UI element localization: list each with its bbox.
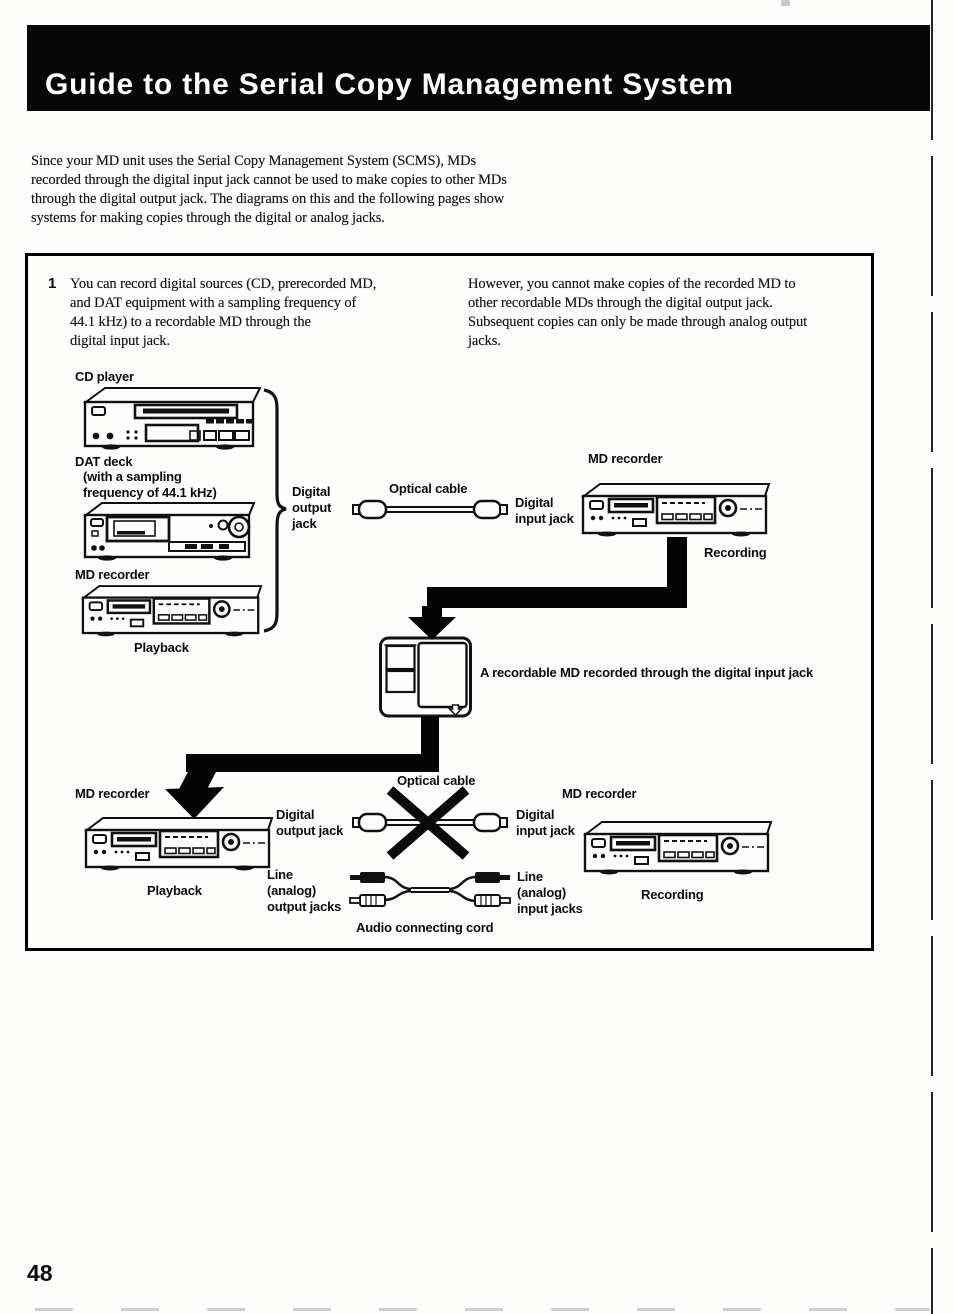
flow-arrow-recording-to-md [408, 537, 687, 640]
page-title: Guide to the Serial Copy Management Syst… [45, 68, 734, 101]
page-edge-line [931, 0, 933, 1314]
playback-label-left: Playback [134, 640, 189, 655]
dat-deck-drawing [83, 501, 255, 561]
optical-cable-drawing-bottom [351, 812, 509, 833]
digital-input-jack-label-bottom: Digital input jack [516, 807, 575, 838]
line-analog-input-label: Line (analog) input jacks [517, 869, 583, 916]
optical-cable-label-top: Optical cable [389, 481, 468, 496]
md-caption: A recordable MD recorded through the dig… [480, 665, 814, 680]
digital-output-jack-label-bottom: Digital output jack [276, 807, 344, 838]
scan-artifact [781, 0, 790, 6]
md-recorder-recording-drawing-bottom [583, 821, 773, 875]
md-recorder-label-bottomleft: MD recorder [75, 786, 150, 801]
page-number: 48 [27, 1260, 53, 1286]
md-recorder-playback-drawing [81, 585, 263, 637]
recording-label-bottom: Recording [641, 887, 704, 902]
flow-arrow-md-to-playback [165, 717, 439, 819]
playback-label-bottom: Playback [147, 883, 202, 898]
optical-cable-label-bottom: Optical cable [397, 773, 476, 788]
audio-cord-label: Audio connecting cord [356, 920, 494, 935]
audio-connecting-cord-drawing [348, 870, 512, 908]
optical-cable-drawing-top [351, 499, 509, 520]
md-recorder-label-topright: MD recorder [588, 451, 663, 466]
recording-label-top: Recording [704, 545, 767, 560]
md-recorder-label-bottomright: MD recorder [562, 786, 637, 801]
section-header-bar: Guide to the Serial Copy Management Syst… [27, 25, 930, 111]
digital-input-jack-label-top: Digital input jack [515, 495, 574, 526]
md-disc-drawing [379, 636, 472, 718]
dat-deck-note: (with a sampling frequency of 44.1 kHz) [83, 469, 217, 500]
md-recorder-label-left: MD recorder [75, 567, 150, 582]
scan-artifact-bottom [35, 1308, 930, 1311]
diagram-panel: 1 You can record digital sources (CD, pr… [25, 253, 874, 951]
step-text-right: However, you cannot make copies of the r… [468, 276, 808, 349]
step-number: 1 [48, 275, 57, 292]
dat-deck-label: DAT deck [75, 454, 133, 469]
brace [263, 388, 287, 633]
digital-output-jack-label-top: Digital output jack [292, 484, 332, 531]
line-analog-output-label: Line (analog) output jacks [267, 867, 342, 914]
intro-paragraph: Since your MD unit uses the Serial Copy … [31, 153, 507, 226]
md-recorder-recording-drawing [581, 483, 771, 537]
cd-player-drawing [83, 386, 261, 450]
cd-player-label: CD player [75, 369, 134, 384]
step-text-left: You can record digital sources (CD, prer… [70, 276, 377, 349]
md-recorder-playback-drawing-bottom [84, 817, 274, 871]
